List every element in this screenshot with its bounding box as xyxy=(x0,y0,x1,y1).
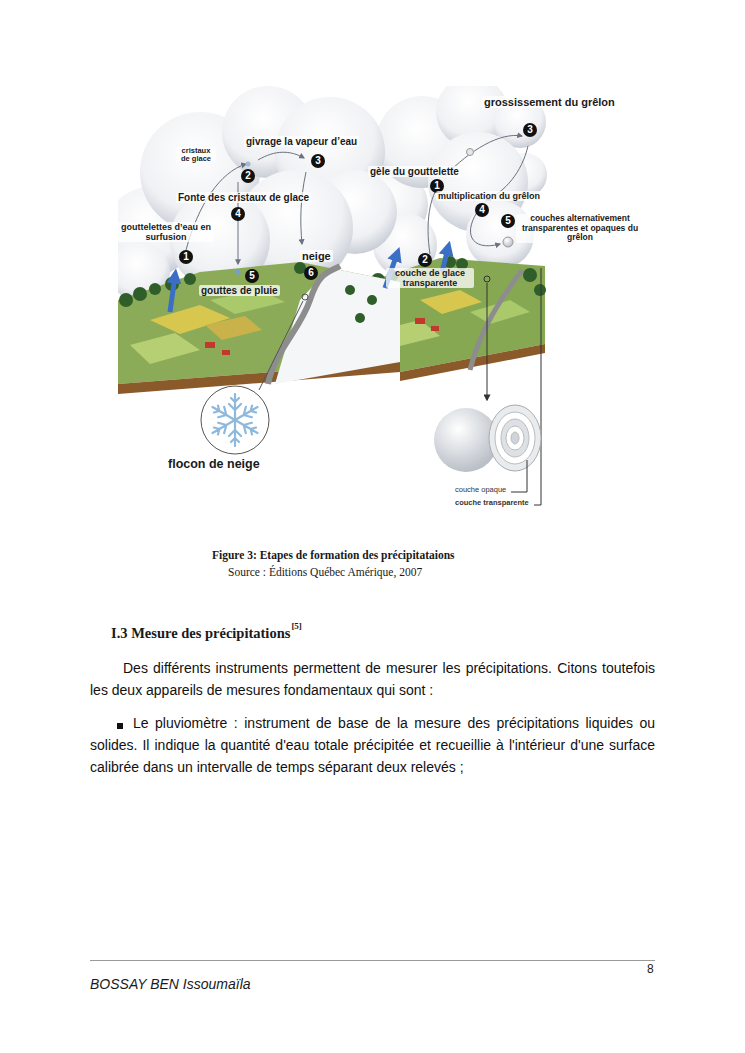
stage-label: cristaux de glace xyxy=(176,147,216,162)
stage-label: gouttelettes d’eau en surfusion xyxy=(118,222,214,242)
particle xyxy=(467,149,474,156)
callout-number: 5 xyxy=(245,269,259,283)
page-number: 8 xyxy=(647,963,654,976)
callout-number: 5 xyxy=(501,214,515,228)
bullet-paragraph: Le pluviomètre : instrument de base de l… xyxy=(90,712,655,778)
callout-number: 3 xyxy=(311,154,325,168)
snowflake-detail xyxy=(209,394,260,446)
figure-source: Source : Éditions Québec Amérique, 2007 xyxy=(228,566,422,579)
stage-label: couches alternativement transparentes et… xyxy=(516,214,644,243)
rain-ground xyxy=(130,333,200,364)
hailstone-detail xyxy=(487,283,488,400)
hail-ground xyxy=(534,284,546,296)
footer-author: BOSSAY BEN Issoumaïla xyxy=(90,977,251,993)
hail-cloud xyxy=(356,86,547,277)
hail-ground xyxy=(470,270,522,370)
rain-ground xyxy=(184,273,196,285)
callout-number: 2 xyxy=(418,253,432,267)
stage-label: grossissement du grêlon xyxy=(482,96,617,108)
hailstone-detail xyxy=(511,432,519,444)
rain-ground xyxy=(118,262,400,384)
rain-ground xyxy=(119,293,133,307)
stage-label: gèle du gouttelette xyxy=(368,166,461,177)
particle xyxy=(236,149,514,275)
snowflake-detail xyxy=(229,420,241,446)
rain-ground xyxy=(118,262,400,394)
stage-label: gouttes de pluie xyxy=(199,285,280,296)
scene xyxy=(118,86,547,394)
layer-label: couche transparente xyxy=(455,499,529,507)
snowflake-detail xyxy=(229,394,241,420)
footer-rule xyxy=(90,960,655,961)
snowflake-detail xyxy=(232,415,261,438)
snowflake-detail xyxy=(209,402,238,425)
hailstone-detail xyxy=(506,426,524,450)
particle xyxy=(246,162,251,167)
updraft-arrow xyxy=(170,276,175,312)
rain-ground xyxy=(133,287,147,301)
reference-mark: [5] xyxy=(291,621,302,631)
stage-label: neige xyxy=(300,250,333,262)
detail-label: flocon de neige xyxy=(166,457,262,471)
snowflake-detail xyxy=(259,301,303,390)
snowflake-detail xyxy=(201,386,269,454)
body-paragraph: Des différents instruments permettent de… xyxy=(90,657,655,701)
rain-ground xyxy=(222,350,230,355)
hailstone-detail xyxy=(511,460,527,492)
layer-label: couche opaque xyxy=(455,486,506,494)
particle xyxy=(503,237,513,247)
hailstone-detail xyxy=(541,268,542,505)
rain-ground xyxy=(205,316,262,340)
callout-number: 4 xyxy=(231,207,245,221)
hailstone-detail xyxy=(495,412,535,464)
hailstone-detail xyxy=(434,408,498,472)
rain-ground xyxy=(355,313,365,323)
trajectory xyxy=(301,172,306,244)
stage-label: multiplication du grêlon xyxy=(436,191,542,201)
bullet-marker xyxy=(117,723,123,729)
rain-ground xyxy=(149,283,161,295)
stage-label: givrage la vapeur d’eau xyxy=(244,136,359,147)
snowflake-detail xyxy=(302,294,308,300)
callout-number: 2 xyxy=(241,169,255,183)
hail-ground xyxy=(523,268,537,282)
rain-ground xyxy=(345,285,355,295)
rain-ground xyxy=(205,342,215,348)
hailstone-detail xyxy=(534,505,541,506)
callout-number: 1 xyxy=(179,250,193,264)
callout-number: 4 xyxy=(475,203,489,217)
hailstone-detail xyxy=(489,405,541,471)
hailstone-detail xyxy=(501,419,529,457)
rain-ground xyxy=(367,295,377,305)
snowflake-detail xyxy=(201,294,308,454)
section-heading: I.3 Mesure des précipitations xyxy=(111,625,290,641)
rain-ground xyxy=(268,266,340,384)
hailstone-detail xyxy=(434,268,541,505)
particle xyxy=(236,270,241,275)
stage-label: Fonte des cristaux de glace xyxy=(176,192,311,203)
trajectory xyxy=(258,152,304,160)
hailstone-detail xyxy=(484,276,490,282)
rain-ground xyxy=(119,262,377,323)
stage-label: couche de glace transparente xyxy=(386,268,474,288)
hail-ground xyxy=(431,326,439,331)
hail-ground xyxy=(415,318,425,324)
figure-caption: Figure 3: Etapes de formation des précip… xyxy=(212,549,455,562)
hail-ground xyxy=(420,290,482,314)
callout-number: 6 xyxy=(304,266,318,280)
callout-number: 3 xyxy=(523,123,537,137)
